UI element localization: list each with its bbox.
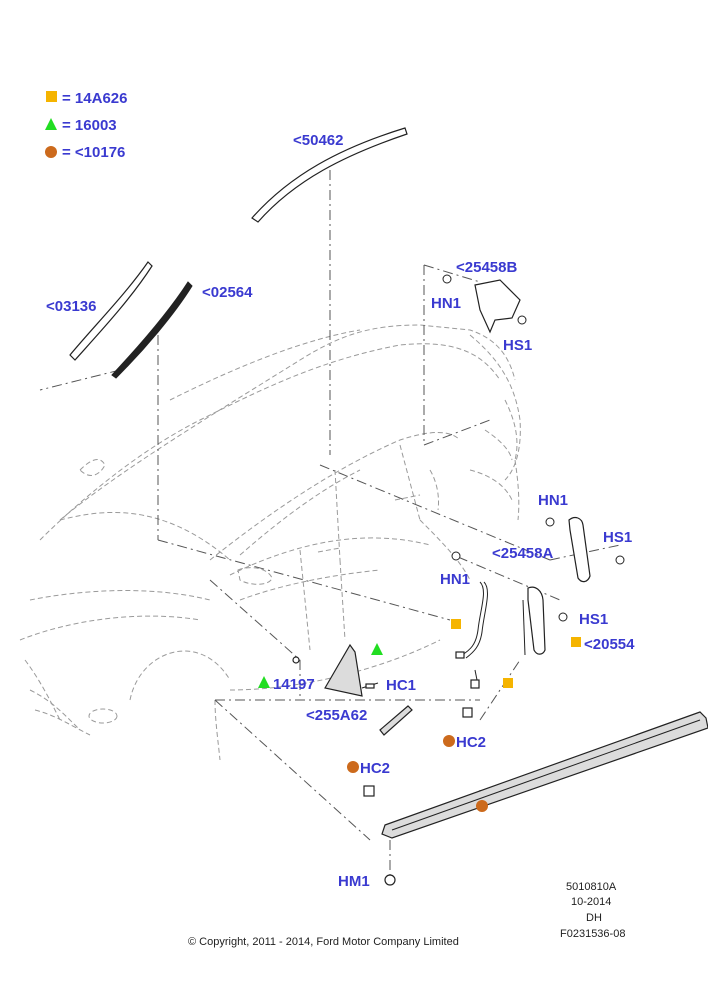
part-02564 xyxy=(111,281,193,379)
part-25458A xyxy=(545,516,625,583)
label-hm1: HM1 xyxy=(338,873,370,890)
hs1-screw-low-icon xyxy=(558,612,568,622)
part-wiring xyxy=(451,581,513,689)
hs1-screw-mid-icon xyxy=(615,555,625,565)
label-hn1-low: HN1 xyxy=(440,571,470,588)
part-hm1 xyxy=(384,874,396,886)
part-20554 xyxy=(451,551,581,656)
circle-marker-icon xyxy=(45,146,57,158)
part-03136 xyxy=(69,261,153,361)
label-02564: <02564 xyxy=(202,284,253,301)
hn1-clip-mid-icon xyxy=(545,517,555,527)
label-hn1-mid: HN1 xyxy=(538,492,568,509)
label-50462: <50462 xyxy=(293,132,343,149)
legend-square-text: = 14A626 xyxy=(62,90,127,107)
info-code4: F0231536-08 xyxy=(560,928,625,940)
legend-triangle-text: = 16003 xyxy=(62,117,117,134)
part-50462 xyxy=(251,127,408,223)
part-hc1 xyxy=(361,682,379,689)
label-03136: <03136 xyxy=(46,298,96,315)
hs1-screw-top-icon xyxy=(517,315,527,325)
copyright-text: © Copyright, 2011 - 2014, Ford Motor Com… xyxy=(188,936,459,948)
info-block: 5010810A 10-2014 DH F0231536-08 xyxy=(560,881,625,940)
part-hc2-left xyxy=(347,761,375,797)
triangle-marker-14197-icon xyxy=(371,643,383,655)
square-marker-clip-icon xyxy=(503,678,513,688)
label-hc2-right: HC2 xyxy=(456,734,486,751)
triangle-marker-icon xyxy=(45,118,57,130)
square-marker-20554-icon xyxy=(571,637,581,647)
hn1-clip-low-icon xyxy=(451,551,461,561)
label-20554: <20554 xyxy=(584,636,635,653)
info-code1: 5010810A xyxy=(566,881,617,893)
part-25458B xyxy=(442,274,527,334)
part-hc2-right xyxy=(443,707,473,747)
label-25458B: <25458B xyxy=(456,259,517,276)
info-code2: 10-2014 xyxy=(571,896,611,908)
square-marker-icon xyxy=(46,91,57,102)
label-hn1-top: HN1 xyxy=(431,295,461,312)
label-hc1: HC1 xyxy=(386,677,416,694)
square-marker-wiring-icon xyxy=(451,619,461,629)
label-255A62: <255A62 xyxy=(306,707,367,724)
label-hs1-mid: HS1 xyxy=(603,529,632,546)
legend: = 14A626 = 16003 = <10176 xyxy=(45,90,127,161)
info-code3: DH xyxy=(586,912,602,924)
label-hs1-low: HS1 xyxy=(579,611,608,628)
label-hc2-left: HC2 xyxy=(360,760,390,777)
hn1-clip-top-icon xyxy=(442,274,452,284)
label-25458A: <25458A xyxy=(492,545,553,562)
car-outline xyxy=(19,324,521,761)
label-14197: 14197 xyxy=(273,676,315,693)
circle-marker-hc2-icon xyxy=(443,735,455,747)
circle-marker-rocker-icon xyxy=(476,800,488,812)
circle-marker-hc2-left-icon xyxy=(347,761,359,773)
part-255A62 xyxy=(379,705,413,736)
part-14197 xyxy=(258,643,383,697)
callout-labels: <50462 <03136 <02564 <25458B HN1 HS1 HN1… xyxy=(46,132,635,890)
part-rocker-moulding xyxy=(381,711,708,839)
legend-circle-text: = <10176 xyxy=(62,144,125,161)
triangle-marker-left-icon xyxy=(258,676,270,688)
label-hs1-top: HS1 xyxy=(503,337,532,354)
